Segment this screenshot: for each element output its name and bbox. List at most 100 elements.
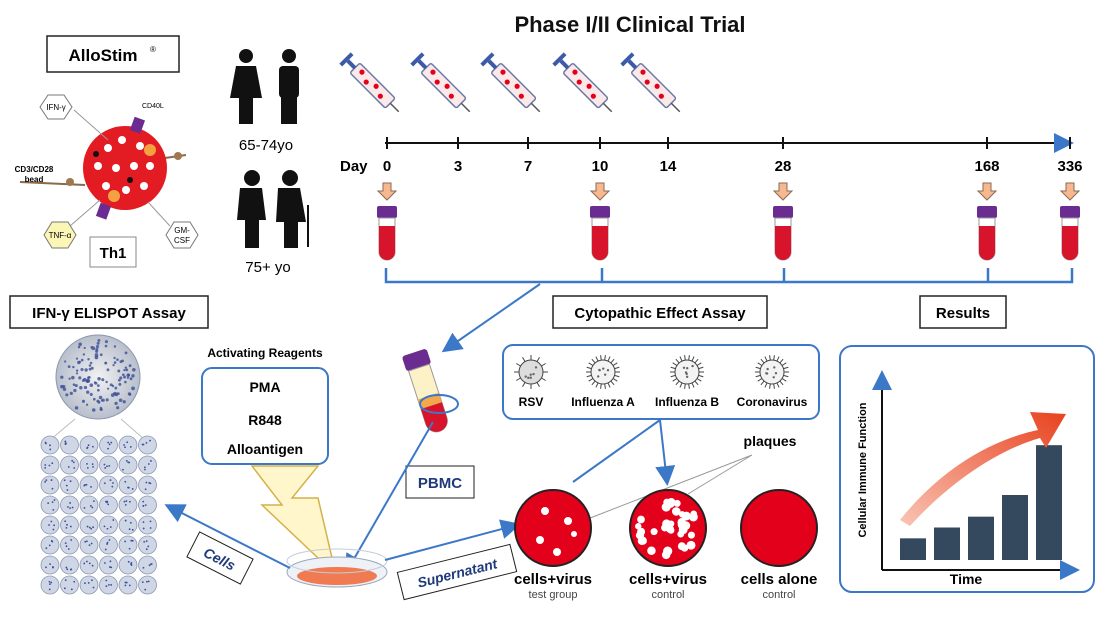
virus-coronavirus: Coronavirus [737, 395, 808, 409]
blood-tube-icon [976, 182, 998, 261]
pbmc-tube [402, 349, 448, 433]
virus-icons [514, 355, 789, 389]
results-bar [968, 516, 994, 560]
results-xlabel: Time [950, 571, 983, 587]
allostim-box [46, 35, 180, 73]
reagent-r848: R848 [248, 412, 282, 428]
results-bar [1002, 495, 1028, 560]
results-ylabel: Cellular Immune Function [857, 402, 869, 537]
virus-box [502, 344, 820, 420]
day-tick-label: 7 [524, 158, 532, 175]
elispot-title: IFN-γ ELISPOT Assay [32, 305, 186, 322]
virus-icon [514, 355, 548, 389]
syringe-icon [339, 52, 400, 113]
well-zoom-lines [49, 418, 146, 441]
blood-tube-icon [1059, 182, 1081, 261]
day-tick-label: 0 [383, 158, 391, 175]
gm-label-2: CSF [174, 236, 190, 245]
culture-dish [286, 548, 388, 588]
plate-1-sub: test group [529, 589, 578, 601]
bead-label-2: bead [25, 175, 44, 184]
bead-label-1: CD3/CD28 [15, 165, 54, 174]
results-bar [1036, 445, 1062, 560]
results-bar [900, 538, 926, 560]
tnf-label: TNF-α [49, 231, 72, 240]
virus-rsv: RSV [519, 395, 544, 409]
lightning-bolt [250, 465, 338, 578]
plaques-label: plaques [744, 433, 797, 449]
results-title-box [919, 295, 1007, 329]
elispot-well [55, 334, 141, 420]
plate-cells-alone [740, 489, 818, 567]
plate-2-sub: control [651, 589, 684, 601]
dish-to-plate-arrow [164, 504, 291, 569]
syringe-icon [480, 52, 541, 113]
cells-box [186, 531, 254, 585]
supernatant-box [396, 543, 518, 601]
cpe-title-box [552, 295, 768, 329]
syringe-icon [410, 52, 471, 113]
old-people-icon [237, 170, 309, 248]
allostim-label: AlloStim [69, 46, 138, 65]
group-old-label: 75+ yo [245, 259, 290, 276]
virus-influenza-b: Influenza B [655, 395, 719, 409]
trend-arrow [900, 412, 1066, 526]
results-title: Results [936, 305, 990, 322]
day-tick-label: 336 [1057, 158, 1082, 175]
control-plaques [635, 497, 698, 560]
trial-title: Phase I/II Clinical Trial [514, 12, 745, 37]
virus-icon [586, 355, 620, 389]
th1-cell-illustration [19, 94, 199, 249]
test-plaques [536, 507, 577, 556]
virus-icon [670, 355, 704, 389]
virus-influenza-a: Influenza A [571, 395, 635, 409]
bracket-to-pbmc-arrow [441, 283, 541, 353]
gm-label-1: GM- [174, 226, 190, 235]
blood-tubes [376, 182, 1081, 261]
day-label: Day [340, 158, 368, 175]
pbmc-layer-marker [419, 394, 459, 414]
pbmc-to-dish-arrow [345, 421, 434, 575]
day-tick-label: 3 [454, 158, 462, 175]
virus-to-plates-arrows [572, 419, 667, 482]
plate-2-label: cells+virus [629, 571, 707, 588]
syringe-icon [552, 52, 613, 113]
th1-box [89, 236, 137, 268]
plate-3-label: cells alone [741, 571, 818, 588]
registered-mark: ® [150, 45, 156, 54]
cpe-title: Cytopathic Effect Assay [574, 305, 746, 322]
plate-test-group [514, 489, 592, 567]
dish-to-cpe-arrow [384, 519, 521, 561]
th1-label: Th1 [100, 245, 127, 262]
results-bars [900, 445, 1062, 560]
elispot-plate [40, 435, 157, 595]
pbmc-box [405, 465, 475, 499]
results-bar [934, 527, 960, 560]
cd40l-label: CD40L [142, 103, 164, 110]
elispot-spots [60, 339, 136, 412]
day-tick-label: 14 [660, 158, 677, 175]
group-young-label: 65-74yo [239, 137, 293, 154]
blood-tube-icon [376, 182, 398, 261]
blood-tube-icon [589, 182, 611, 261]
elispot-title-box [9, 295, 209, 329]
syringes [339, 52, 681, 113]
pbmc-label: PBMC [418, 475, 462, 492]
syringe-icon [620, 52, 681, 113]
plaques-pointers [584, 454, 753, 521]
reagent-alloantigen: Alloantigen [227, 441, 303, 457]
reagent-pma: PMA [249, 379, 280, 395]
day-tick-label: 10 [592, 158, 609, 175]
reagents-box [201, 367, 329, 465]
young-people-icon [230, 49, 299, 124]
virus-icon [755, 355, 789, 389]
ifn-label: IFN-γ [46, 103, 66, 112]
plate-1-label: cells+virus [514, 571, 592, 588]
timeline-ticks [386, 137, 1071, 149]
day-tick-label: 28 [775, 158, 792, 175]
plate-3-sub: control [762, 589, 795, 601]
reagents-title: Activating Reagents [207, 346, 323, 360]
blood-tube-icon [772, 182, 794, 261]
tube-bracket [384, 268, 1074, 284]
